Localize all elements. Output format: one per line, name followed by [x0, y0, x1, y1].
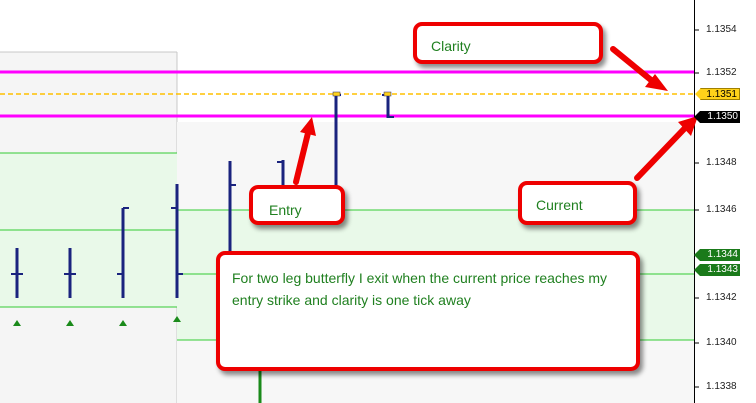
green-triangle	[119, 320, 127, 326]
clarity-callout-text: Clarity	[431, 38, 471, 54]
clarity-arrow	[610, 46, 654, 83]
price-bar	[11, 248, 23, 298]
clarity-price-tag: 1.1351	[695, 88, 740, 100]
price-label: 1.1352	[706, 67, 737, 78]
current-callout-text: Current	[536, 197, 583, 213]
entry-arrow	[293, 130, 311, 185]
clarity-callout[interactable]: Clarity	[413, 22, 603, 64]
price-label: 1.1342	[706, 292, 737, 303]
current-price-tag: 1.1350	[694, 111, 740, 123]
price-bar	[277, 160, 285, 187]
green-price-tag: 1.1343	[694, 264, 740, 276]
price-label: 1.1340	[706, 337, 737, 348]
price-axis[interactable]	[695, 0, 756, 403]
green-triangle	[66, 320, 74, 326]
price-label: 1.1354	[706, 24, 737, 35]
current-arrow	[634, 125, 688, 181]
price-label: 1.1348	[706, 157, 737, 168]
bar-marker	[332, 91, 341, 97]
note-callout[interactable]: For two leg butterfly I exit when the cu…	[216, 251, 640, 371]
price-bar	[64, 248, 76, 298]
axis-ticks	[694, 29, 699, 388]
green-price-tag: 1.1344	[694, 249, 740, 261]
price-label: 1.1338	[706, 381, 737, 392]
price-bar	[117, 207, 129, 298]
annotation-arrows	[293, 46, 698, 185]
price-label: 1.1346	[706, 204, 737, 215]
current-callout[interactable]: Current	[518, 181, 637, 225]
note-callout-text: For two leg butterfly I exit when the cu…	[232, 270, 608, 308]
entry-arrow-head	[300, 117, 316, 136]
bar-marker	[383, 91, 392, 97]
clarity-arrow-head	[645, 74, 668, 91]
entry-callout-text: Entry	[269, 202, 302, 218]
green-triangle	[13, 320, 21, 326]
price-bar	[171, 184, 183, 298]
entry-callout[interactable]: Entry	[249, 185, 345, 225]
green-triangle	[173, 316, 181, 322]
current-arrow-head	[678, 116, 698, 136]
